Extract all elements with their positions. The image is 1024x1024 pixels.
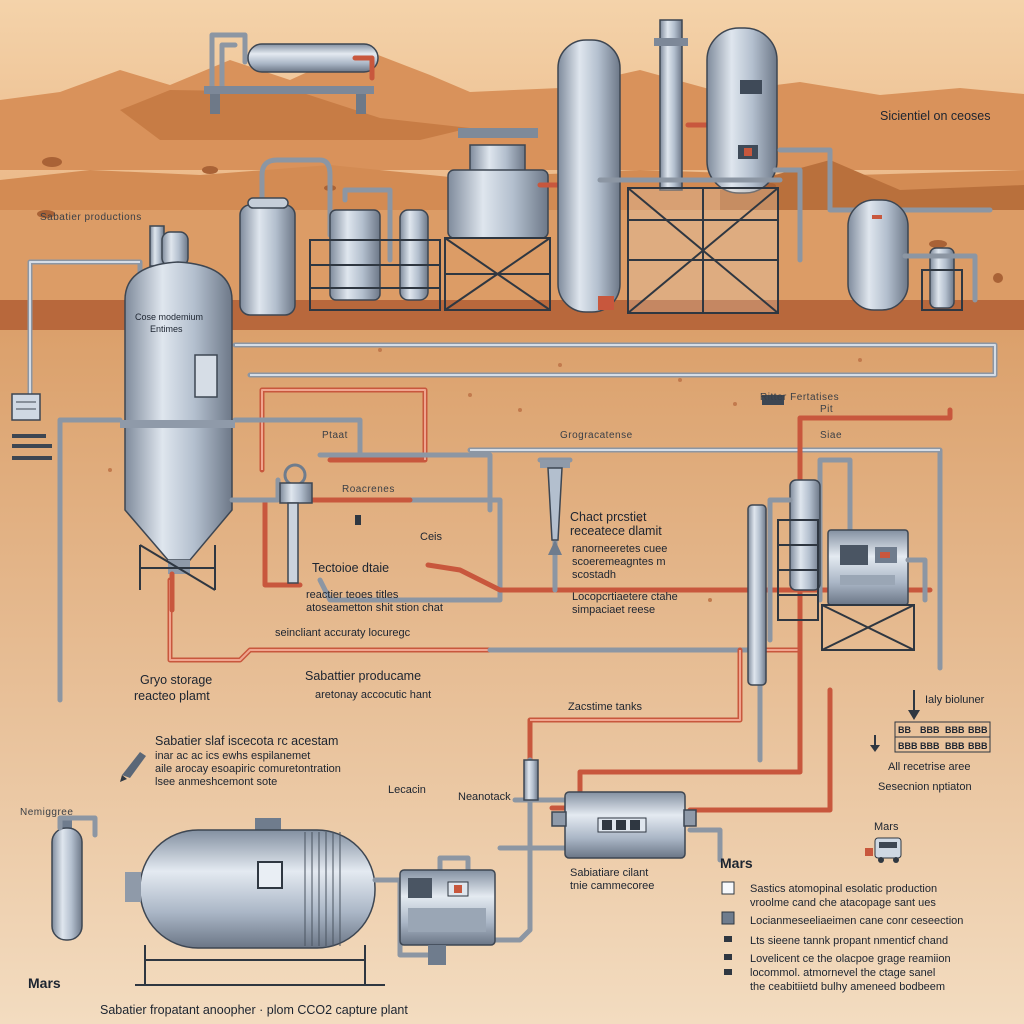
legend-item-6: the ceabitiietd bulhy ameneed bodbeem — [750, 981, 945, 993]
label-mars-small: Mars — [874, 821, 899, 833]
label-chart-5: scostadh — [572, 569, 616, 581]
arrow-down-small-icon — [870, 735, 880, 752]
readout-2-3: BBB — [945, 741, 965, 751]
label-right-mid-1: All recetrise aree — [888, 761, 971, 773]
pen-icon — [120, 752, 146, 782]
legend-item-2: Locianmeseeliaeimen cane conr ceseection — [750, 915, 963, 927]
label-reactor-caption-2: atoseametton shit stion chat — [306, 602, 443, 614]
label-bottom-caption: Sabatier fropatant anoopher · plom CCO2 … — [100, 1003, 408, 1017]
label-box: Roacrenes — [342, 484, 395, 495]
label-sab-staf-4: lsee anmeshcemont sote — [155, 776, 277, 788]
label-cryo-2: reacteo plamt — [134, 689, 210, 703]
header-top-right: Sicientiel on ceoses — [880, 109, 990, 123]
legend-swatch-4 — [724, 954, 732, 960]
readout-1-3: BBB — [945, 725, 965, 735]
pipe-network — [27, 259, 998, 943]
label-locop-2: simpaciaet reese — [572, 604, 655, 616]
label-treat: Tectoioe dtaie — [312, 561, 389, 575]
label-cryo-1: Gryo storage — [140, 673, 212, 687]
label-right-mid-2: Sesecnion nptiaton — [878, 781, 972, 793]
label-top-mid: Grogracatense — [560, 430, 633, 441]
readout-2-2: BBB — [920, 741, 940, 751]
label-ceis: Ceis — [420, 531, 443, 543]
left-meter — [11, 393, 52, 460]
cryo-storage-tank: Cose modemium Entimes — [120, 225, 281, 613]
readout-1-2: BBB — [920, 725, 940, 735]
label-locop-1: Locopcrtiaetere ctahe — [572, 591, 678, 603]
label-right-top-2: Pit — [820, 404, 833, 415]
label-sabation-1: Sabiatiare cilant — [570, 867, 648, 879]
label-hydro: Ialy bioluner — [925, 694, 985, 706]
legend-item-3: Lts sieene tannk propant nmenticf chand — [750, 935, 948, 947]
legend: Sastics atomopinal esolatic production v… — [721, 881, 963, 993]
label-lecacn: Lecacin — [388, 784, 426, 796]
mars-rover-icon — [865, 837, 902, 863]
label-chart-2: receatece dlamit — [570, 524, 662, 538]
header-left-band: Sabatier productions — [40, 212, 142, 223]
arrow-down-icon — [908, 690, 920, 720]
readout-1-4: BBB — [968, 725, 988, 735]
label-right-top-3: Siae — [820, 430, 842, 441]
legend-item-1: Sastics atomopinal esolatic production — [750, 883, 937, 895]
top-facility — [204, 19, 993, 316]
readout-2-4: BBB — [968, 741, 988, 751]
gas-cylinder — [51, 815, 98, 941]
label-chart-4: scoeremeagntes m — [572, 556, 666, 568]
label-right-top-1: Ritter Fertatises — [760, 392, 839, 403]
label-chart-3: ranorneeretes cuee — [572, 543, 667, 555]
label-neanotack: Neanotack — [458, 791, 511, 803]
label-accuracy: seincliant accuraty locuregc — [275, 627, 411, 639]
legend-swatch-3 — [724, 936, 732, 942]
right-machinery — [767, 457, 928, 651]
diagram-labels: Grogracatense Ptaat Roacrenes Ceis Ritte… — [20, 392, 985, 1017]
legend-swatch-2 — [721, 911, 735, 925]
label-sab-staf-1: Sabatier slaf iscecota rc acestam — [155, 734, 338, 748]
label-sabation-2: tnie cammecoree — [570, 880, 654, 892]
right-top-callout — [762, 395, 784, 405]
label-sab-staf-3: aile arocay esoapiric comuretontration — [155, 763, 341, 775]
label-small-tag: Ptaat — [322, 430, 348, 441]
central-controller — [551, 791, 697, 859]
readout-2-1: BBB — [898, 741, 918, 751]
compressor-unit — [399, 855, 496, 965]
label-nemiggree: Nemiggree — [20, 807, 73, 818]
readout-grid: BB BBB BBB BBB BBB BBB BBB BBB — [894, 721, 991, 753]
label-chart-1: Chact prcstiet — [570, 510, 647, 524]
legend-item-5: locommol. atmornevel the ctage sanel — [750, 967, 935, 979]
label-sab-prod-1: Sabattier producame — [305, 669, 421, 683]
legend-swatch-1 — [721, 881, 735, 895]
label-gastime: Zacstime tanks — [568, 701, 642, 713]
label-sab-prod-2: aretonay accocutic hant — [315, 689, 431, 701]
legend-item-1-sub: vroolme cand che atacopage sant ues — [750, 897, 936, 909]
readout-1-1: BB — [898, 725, 911, 735]
legend-item-4: Lovelicent ce the olacpoe grage reamiion — [750, 953, 951, 965]
valve-assembly — [279, 463, 361, 584]
label-reactor-caption-1: reactier teoes titles — [306, 589, 399, 601]
label-mars-right: Mars — [720, 855, 753, 871]
tank-plate-2: Entimes — [150, 324, 183, 334]
tank-plate-1: Cose modemium — [135, 312, 203, 322]
probe-funnel — [540, 460, 570, 555]
label-sab-staf-2: inar ac ac ics ewhs espilanemet — [155, 750, 310, 762]
label-mars-bottom: Mars — [28, 975, 61, 991]
legend-swatch-5 — [724, 969, 732, 975]
